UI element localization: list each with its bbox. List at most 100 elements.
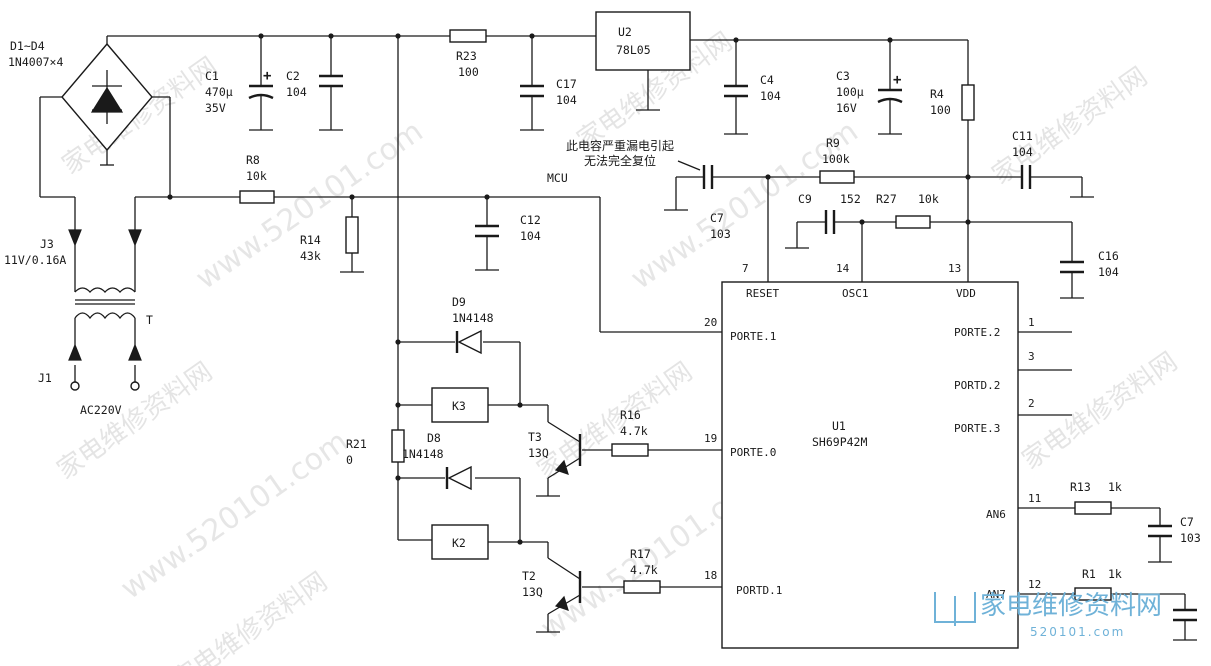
logo-text: 家电维修资料网 (980, 591, 1162, 621)
wires (39, 35, 1186, 633)
pin-porte3-num: 2 (1028, 397, 1035, 410)
pin-portd2-num: 3 (1028, 350, 1035, 363)
transformer-ref: T (146, 313, 153, 327)
pin-vdd-name: VDD (956, 287, 976, 300)
r8-ref: R8 (246, 153, 260, 167)
c2-value: 104 (286, 85, 307, 99)
capacitor-c1: + (248, 68, 274, 100)
r13-value: 1k (1108, 480, 1122, 494)
resistor-r1 (1074, 587, 1112, 601)
capacitor-c2 (319, 74, 343, 88)
resistor-r17 (623, 580, 661, 594)
c9-value: 152 (840, 192, 861, 206)
j1-ref: J1 (38, 371, 52, 385)
d9-value: 1N4148 (452, 311, 494, 325)
capacitor-an7 (1173, 608, 1197, 641)
c4-ref: C4 (760, 73, 774, 87)
r27-value: 10k (918, 192, 939, 206)
pin-an6-name: AN6 (986, 508, 1006, 521)
diode-d8 (445, 465, 472, 491)
r23-value: 100 (458, 65, 479, 79)
u2-ref: U2 (618, 25, 632, 39)
fault-note-line2: 无法完全复位 (584, 153, 656, 168)
d9-ref: D9 (452, 295, 466, 309)
watermark-text: 家电维修资料网 (532, 357, 698, 486)
c7-an6-ref: C7 (1180, 515, 1194, 529)
c9-ref: C9 (798, 192, 812, 206)
capacitor-c16 (1060, 260, 1084, 274)
r1-ref: R1 (1082, 567, 1096, 581)
regulator-u2 (595, 11, 691, 71)
capacitor-c3: + (877, 72, 903, 104)
r16-ref: R16 (620, 408, 641, 422)
c16-ref: C16 (1098, 249, 1119, 263)
resistor-r16 (611, 443, 649, 457)
d8-ref: D8 (427, 431, 441, 445)
c2-ref: C2 (286, 69, 300, 83)
watermark-url: www.520101.com (190, 114, 430, 297)
transistor-t2 (547, 557, 582, 615)
pin-reset-name: RESET (746, 287, 779, 300)
c1-ref: C1 (205, 69, 219, 83)
r13-ref: R13 (1070, 480, 1091, 494)
j3-ref: J3 (40, 237, 54, 251)
r27-ref: R27 (876, 192, 897, 206)
r23-ref: R23 (456, 49, 477, 63)
t3-ref: T3 (528, 430, 542, 444)
resistor-r9 (819, 170, 855, 184)
pin-an6-num: 11 (1028, 492, 1041, 505)
r16-value: 4.7k (620, 424, 648, 438)
r8-value: 10k (246, 169, 267, 183)
pin-portd2-name: PORTD.2 (954, 379, 1000, 392)
mcu-label: MCU (547, 171, 568, 185)
j1-connector (68, 343, 142, 391)
pin-osc1-name: OSC1 (842, 287, 869, 300)
c1-voltage: 35V (205, 101, 226, 115)
resistor-r14 (345, 216, 359, 254)
relay-k2 (431, 524, 489, 560)
c1-value: 470μ (205, 85, 233, 99)
pin-porte0-name: PORTE.0 (730, 446, 776, 459)
diode-d9 (455, 329, 482, 355)
c17-value: 104 (556, 93, 577, 107)
r21-ref: R21 (346, 437, 367, 451)
pin-portd1-name: PORTD.1 (736, 584, 782, 597)
watermark-text: 家电维修资料网 (1017, 347, 1183, 476)
book-icon (934, 592, 976, 626)
c7-an6-value: 103 (1180, 531, 1201, 545)
c3-voltage: 16V (836, 101, 857, 115)
bridge-ref: D1~D4 (10, 39, 45, 53)
k2-ref: K2 (452, 536, 466, 550)
c12-ref: C12 (520, 213, 541, 227)
c3-value: 100μ (836, 85, 864, 99)
t2-value: 13Q (522, 585, 543, 599)
u1-value: SH69P42M (812, 435, 867, 449)
k3-ref: K3 (452, 399, 466, 413)
r4-value: 100 (930, 103, 951, 117)
capacitor-c12 (475, 224, 499, 238)
c7-reset-value: 103 (710, 227, 731, 241)
capacitor-c7-reset (702, 165, 714, 189)
c11-ref: C11 (1012, 129, 1033, 143)
c11-value: 104 (1012, 145, 1033, 159)
resistor-r23 (449, 29, 487, 43)
j1-value: AC220V (80, 403, 122, 417)
c12-value: 104 (520, 229, 541, 243)
r14-value: 43k (300, 249, 321, 263)
junction-dots (167, 33, 971, 545)
t3-value: 13Q (528, 446, 549, 460)
resistor-r4 (961, 84, 975, 121)
capacitor-c11 (1020, 165, 1032, 189)
resistor-r13 (1074, 501, 1112, 515)
pin-porte2-name: PORTE.2 (954, 326, 1000, 339)
pin-porte3-name: PORTE.3 (954, 422, 1000, 435)
r14-ref: R14 (300, 233, 321, 247)
c16-value: 104 (1098, 265, 1119, 279)
pin-porte2-num: 1 (1028, 316, 1035, 329)
pin-an7-num: 12 (1028, 578, 1041, 591)
r17-value: 4.7k (630, 563, 658, 577)
resistor-r27 (895, 215, 931, 229)
pin-portd1-num: 18 (704, 569, 717, 582)
r17-ref: R17 (630, 547, 651, 561)
